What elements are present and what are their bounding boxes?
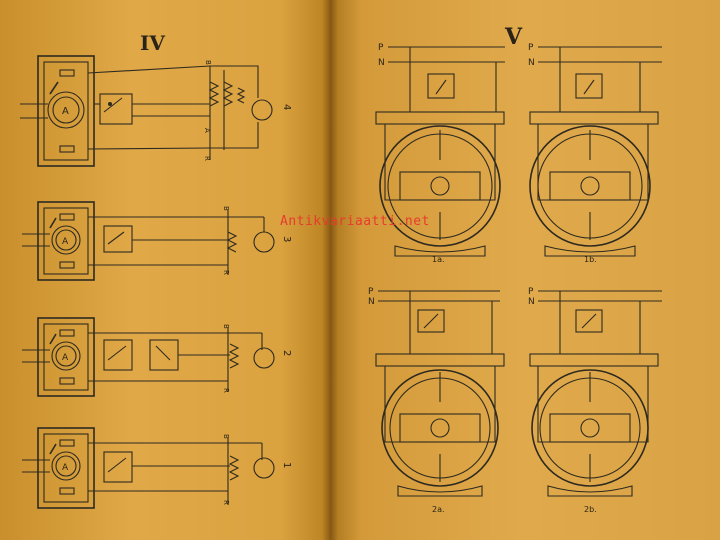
bottom-bus-lines: P N P N — [368, 287, 662, 307]
svg-text:A: A — [203, 128, 211, 133]
circuit-diagram-4: A B A R 4 — [20, 55, 292, 167]
svg-text:R: R — [222, 388, 230, 393]
svg-text:B: B — [222, 434, 230, 439]
svg-text:R: R — [203, 156, 211, 161]
machine-diagram-2b: 2b. — [529, 291, 659, 514]
right-page-heading: V — [504, 24, 523, 50]
machine-diagram-1b: 1b. — [529, 47, 659, 264]
svg-text:P: P — [378, 43, 384, 53]
circuit-diagram-2: A B R 2 — [22, 317, 292, 397]
svg-text:A: A — [62, 237, 69, 247]
svg-text:N: N — [528, 58, 535, 68]
svg-text:P: P — [528, 43, 534, 53]
svg-text:B: B — [204, 60, 212, 65]
circuit-diagram-3: A B R 3 — [22, 201, 292, 281]
diagram-caption: 1a. — [432, 255, 445, 264]
book-gutter — [322, 0, 338, 540]
svg-text:N: N — [528, 297, 535, 307]
diagram-caption: 1b. — [584, 255, 597, 264]
svg-text:B: B — [222, 206, 230, 211]
svg-text:R: R — [222, 270, 230, 275]
svg-text:N: N — [378, 58, 385, 68]
diagram-number: 1 — [281, 462, 292, 468]
left-page-diagrams: IV A — [20, 31, 292, 509]
circuit-diagram-1: A B R 1 — [22, 427, 292, 509]
svg-text:N: N — [368, 297, 375, 307]
svg-text:P: P — [368, 287, 374, 297]
svg-text:B: B — [222, 324, 230, 329]
svg-text:R: R — [222, 500, 230, 505]
top-bus-lines: P N P N — [378, 43, 662, 68]
diagram-number: 4 — [281, 104, 292, 110]
left-page — [0, 0, 330, 540]
svg-text:A: A — [62, 463, 69, 473]
machine-diagram-2a: 2a. — [375, 291, 505, 514]
svg-text:A: A — [62, 353, 69, 363]
svg-text:P: P — [528, 287, 534, 297]
diagram-caption: 2b. — [584, 505, 597, 514]
left-page-heading: IV — [140, 31, 165, 55]
diagram-number: 3 — [281, 236, 292, 242]
machine-diagram-1a: 1a. — [375, 47, 505, 264]
diagram-caption: 2a. — [432, 505, 445, 514]
svg-text:A: A — [62, 106, 69, 117]
diagram-number: 2 — [281, 350, 292, 356]
watermark-text: Antikvariaatti.net — [280, 214, 430, 229]
